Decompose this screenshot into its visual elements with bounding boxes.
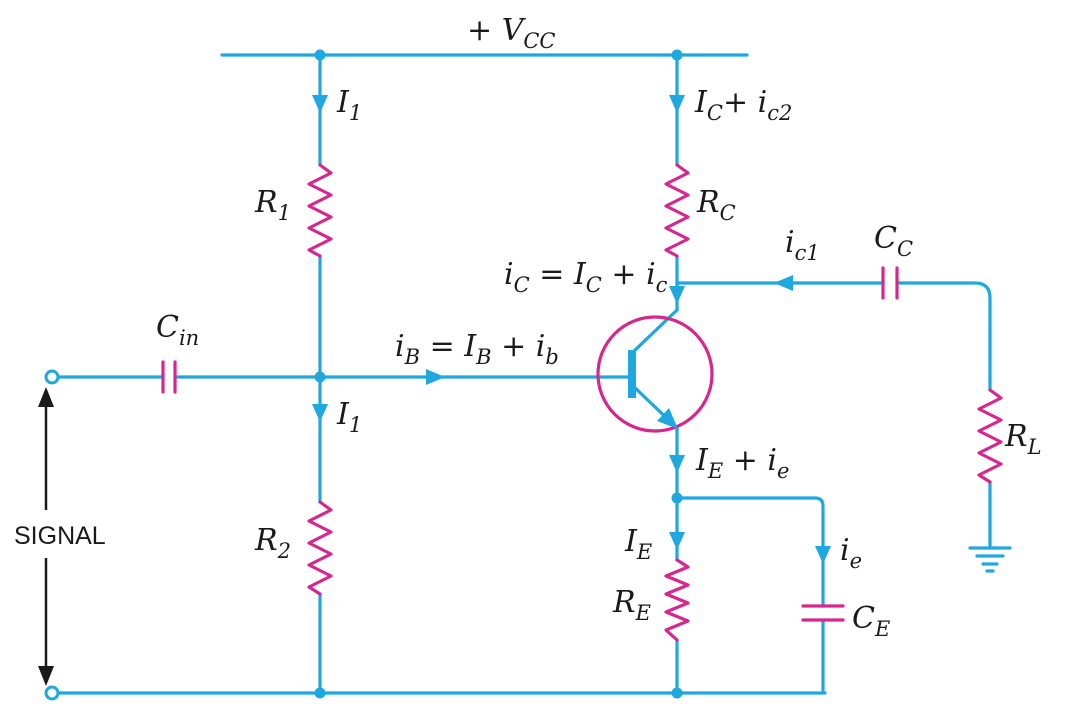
i1-top-arrow [312,95,328,113]
resistor-rc [664,163,690,258]
junctions [314,49,683,699]
resistor-r1 [307,163,333,258]
ie-dc-label: IE [624,524,652,564]
junction-vcc-left [314,49,326,61]
wires [50,53,992,695]
ie-total-arrow [669,455,685,473]
ib-arrow [426,369,445,385]
rc-label: RC [696,185,736,225]
ic1-label: ic1 [785,225,820,265]
signal-label: SIGNAL [14,522,106,550]
ic-total-label: iC = IC + ic [504,257,668,297]
i1-bottom-arrow [312,404,328,422]
collector-inner-wire [630,308,679,355]
cc-right-wire [895,281,992,392]
ce-branch-wire [675,496,825,608]
re-label: RE [612,585,651,625]
ie-dc-arrow [669,532,685,550]
input-terminal-top [44,369,60,385]
resistor-rl [977,388,1003,484]
transistor-envelope [596,315,714,433]
ic-ic2-arrow [669,95,685,113]
r2-label: R2 [254,523,291,563]
vcc-label: + VCC [467,13,556,53]
junction-vcc-right [671,49,683,61]
ic-total-arrow [669,286,685,304]
junction-emitter-node [671,492,683,504]
junction-ground-right [671,687,683,699]
ce-label: CE [852,601,890,641]
cin-label: Cin [156,310,199,350]
ground-symbol [968,546,1012,573]
capacitor-ce [801,604,845,622]
resistor-r2 [307,500,333,596]
i1-bottom-label: I1 [336,397,362,437]
resistor-re [664,558,690,642]
capacitor-cc [881,266,899,300]
i1-top-label: I1 [336,85,362,125]
capacitor-cin [161,360,177,394]
cc-label: CC [874,221,913,261]
rl-label: RL [1004,419,1042,459]
ic1-arrow [774,275,793,291]
ic-ic2-label: IC+ ic2 [694,85,792,125]
ie-ac-label: ie [840,533,862,573]
ib-total-label: iB = IB + ib [395,329,559,369]
ie-ac-arrow [815,546,831,564]
ie-total-label: IE + ie [695,443,789,483]
input-terminal-bottom [44,685,60,701]
junction-ground-left [314,687,326,699]
current-arrows [312,95,831,564]
signal-arrow [38,387,54,686]
junction-base-node [314,371,326,383]
npn-transistor [596,315,714,433]
r1-label: R1 [254,185,291,225]
transistor-emitter-arrow [657,408,678,429]
